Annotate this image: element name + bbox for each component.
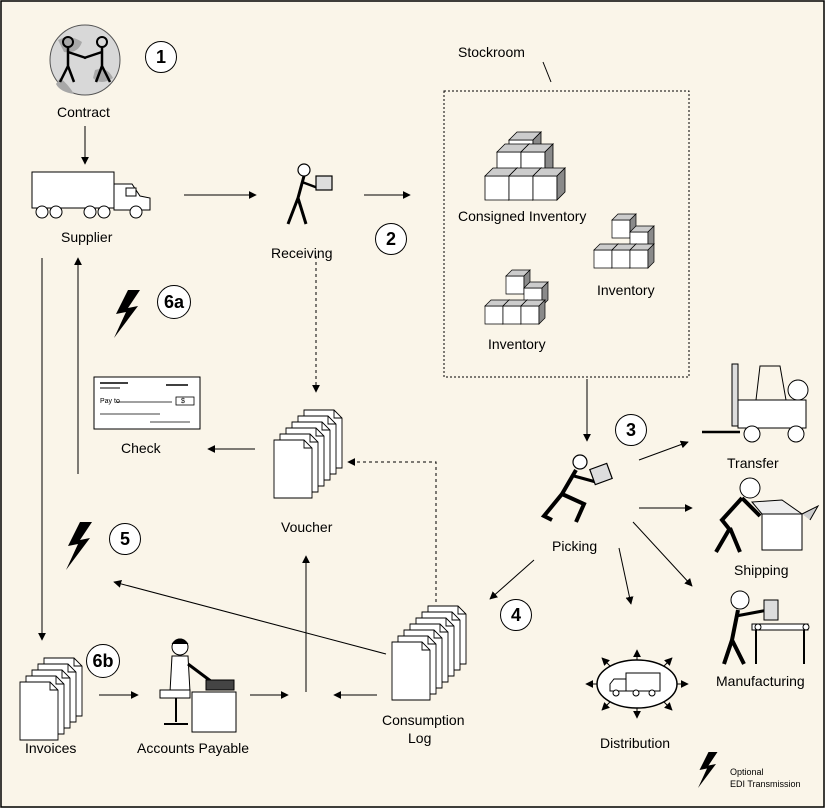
distribution-label: Distribution: [600, 735, 671, 751]
inventory-label: Inventory: [597, 282, 655, 298]
manufacturing-person-icon: [722, 590, 810, 665]
accounts-payable-label: Accounts Payable: [137, 740, 250, 756]
check-icon: [93, 376, 201, 430]
consumption-log-label-line2: Log: [408, 730, 432, 746]
voucher-label: Voucher: [281, 519, 333, 535]
consumption-log-label-line1: Consumption: [382, 712, 465, 728]
voucher-document-stack-icon: [273, 409, 343, 499]
lightning-bolt-icon: [66, 522, 92, 570]
stockroom-label: Stockroom: [458, 44, 525, 60]
inventory-boxes-icon: [593, 213, 655, 269]
step-3-badge: 3: [615, 414, 647, 446]
receiving-label: Receiving: [271, 245, 333, 261]
supplier-label: Supplier: [61, 229, 113, 245]
accounts-payable-clerk-icon: [159, 638, 237, 733]
stockroom-pointer: [542, 61, 552, 83]
contract-label: Contract: [57, 104, 110, 120]
step-6b-badge: 6b: [86, 644, 120, 678]
consigned-inventory-label: Consigned Inventory: [458, 208, 587, 224]
consigned-inventory-boxes-icon: [484, 131, 566, 201]
check-amount-text: $: [181, 398, 185, 405]
lightning-bolt-icon: [114, 290, 140, 338]
inventory-boxes-icon: [484, 269, 549, 325]
step-1-badge: 1: [145, 41, 177, 73]
picking-label: Picking: [552, 538, 598, 554]
transfer-label: Transfer: [727, 455, 779, 471]
invoices-document-stack-icon: [19, 657, 83, 741]
manufacturing-label: Manufacturing: [716, 673, 805, 689]
step-6a-badge: 6a: [157, 285, 191, 319]
step-2-badge: 2: [375, 223, 407, 255]
distribution-hub-icon: [585, 649, 689, 719]
invoices-label: Invoices: [25, 740, 77, 756]
step-4-badge: 4: [500, 599, 532, 631]
stockroom-box: [443, 90, 690, 378]
legend-text-line1: Optional: [730, 767, 764, 777]
shipping-label: Shipping: [734, 562, 789, 578]
check-pay-to-text: Pay to: [100, 398, 120, 405]
lightning-bolt-icon: [698, 752, 718, 788]
shipping-person-box-icon: [714, 477, 820, 554]
receiving-person-icon: [286, 163, 333, 225]
legend-text-line2: EDI Transmission: [730, 779, 801, 789]
inventory-label: Inventory: [488, 336, 546, 352]
handshake-globe-icon: [49, 24, 121, 96]
check-label: Check: [121, 440, 161, 456]
picking-person-icon: [540, 454, 613, 523]
step-5-badge: 5: [109, 523, 141, 555]
flow-arrows: [38, 126, 693, 699]
consumption-log-document-stack-icon: [391, 605, 467, 701]
forklift-icon: [702, 363, 809, 443]
truck-icon: [31, 171, 151, 219]
